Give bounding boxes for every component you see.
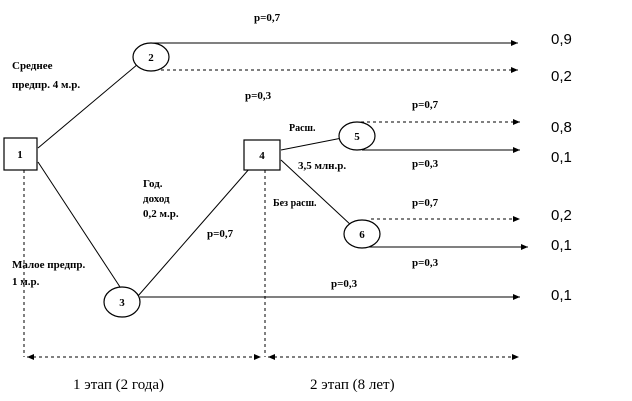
label-expand-cost: 3,5 млн.р.: [298, 160, 346, 172]
outcome-7: 0,1: [551, 287, 572, 304]
prob-5-top: p=0,7: [412, 99, 439, 111]
label-medium-line2: предпр. 4 м.р.: [12, 79, 80, 91]
stage-1-caption: 1 этап (2 года): [73, 377, 164, 393]
node-5-label: 5: [354, 131, 360, 143]
prob-5-low: p=0,3: [412, 158, 439, 170]
label-medium-line1: Среднее: [12, 60, 53, 72]
edge-3-4: [137, 167, 251, 297]
outcome-5: 0,2: [551, 207, 572, 224]
node-4-box: [243, 139, 281, 171]
label-no-expand: Без расш.: [273, 198, 317, 209]
outcome-4: 0,1: [551, 149, 572, 166]
edge-1-3: [37, 161, 123, 291]
node-1-box: [3, 137, 38, 171]
node-2-label: 2: [148, 52, 154, 64]
label-income-line2: доход: [143, 193, 170, 205]
prob-6-top: p=0,7: [412, 197, 439, 209]
node-5-circle: [338, 121, 376, 151]
node-1-label: 1: [17, 149, 23, 161]
outcome-6: 0,1: [551, 237, 572, 254]
label-small-line2: 1 м.р.: [12, 276, 40, 288]
edge-1-2: [37, 63, 139, 149]
node-3-label: 3: [119, 297, 125, 309]
edge-4-6: [280, 159, 353, 227]
outcome-3: 0,8: [551, 119, 572, 136]
label-income-line3: 0,2 м.р.: [143, 208, 179, 220]
prob-6-low: p=0,3: [412, 257, 439, 269]
label-small-line1: Малое предпр.: [12, 259, 85, 271]
edge-4-5: [280, 137, 343, 151]
label-income-line1: Год.: [143, 178, 163, 190]
label-expand: Расш.: [289, 123, 316, 134]
prob-2-top: p=0,7: [254, 12, 281, 24]
outcome-1: 0,9: [551, 31, 572, 48]
prob-3-up: p=0,7: [207, 228, 234, 240]
outcome-2: 0,2: [551, 68, 572, 85]
node-6-circle: [343, 219, 381, 249]
node-6-label: 6: [359, 229, 365, 241]
stage-2-caption: 2 этап (8 лет): [310, 377, 395, 393]
prob-3-right: p=0,3: [331, 278, 358, 290]
node-4-label: 4: [259, 150, 265, 162]
node-3-circle: [103, 286, 141, 318]
node-2-circle: [132, 42, 170, 72]
prob-2-low: p=0,3: [245, 90, 272, 102]
